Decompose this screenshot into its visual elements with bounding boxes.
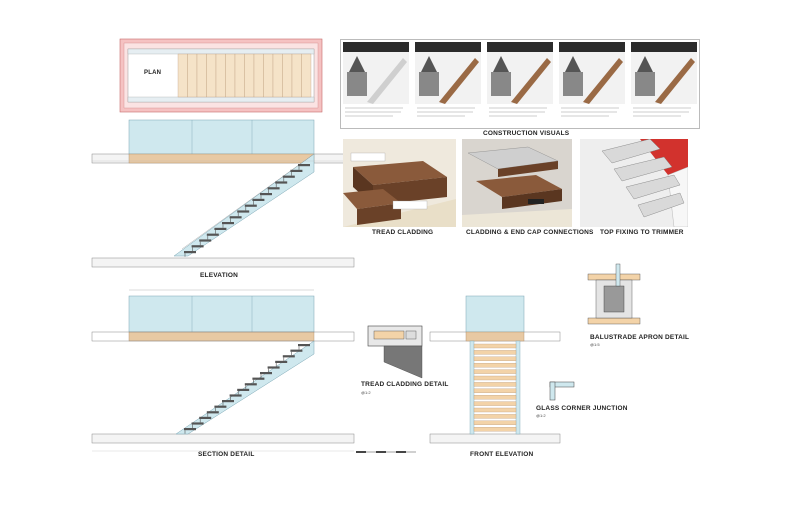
stair-tread [229,216,242,219]
stair-tread [282,355,295,358]
glass-corner-junction-drawing [549,381,580,402]
plan-tread [177,53,188,98]
front-tread [473,388,517,393]
front-tread [473,407,517,413]
tread-cladding-detail-drawing [367,325,423,379]
stair-tread [214,405,227,408]
cladding-end-cap-title: CLADDING & END CAP CONNECTIONS [466,229,594,236]
elevation-drawing: ELEVATION [91,114,355,279]
stair-tread [191,422,204,425]
plan-tread [291,53,302,98]
front-tread [473,427,517,432]
front-tread [473,382,517,387]
stair-tread [222,400,234,403]
construction-visuals-title: CONSTRUCTION VISUALS [483,130,570,137]
tread-cladding-render [343,139,456,227]
section-detail-drawing: SECTION DETAIL [91,288,355,458]
balustrade-apron-detail-scale: @1:5 [590,342,600,347]
top-fixing-render [580,139,688,227]
balustrade-apron-detail-drawing [587,263,641,334]
front-elevation-title: FRONT ELEVATION [470,451,534,458]
construction-visual-thumb [559,42,625,124]
stair-tread [298,164,310,167]
top-fixing-title: TOP FIXING TO TRIMMER [600,229,684,236]
scale-bar-icon [356,448,416,460]
glass-corner-junction-scale: @1:2 [536,413,546,418]
construction-visuals-panel [340,39,700,129]
stair-tread [206,233,219,236]
plan-tread [225,53,236,98]
stair-tread [252,198,265,201]
stair-tread [206,411,219,414]
stair-tread [267,366,280,369]
stair-tread [282,175,295,178]
construction-visual-thumb [487,42,553,124]
plan-tread [215,53,226,98]
front-tread [473,356,517,361]
stair-tread [260,372,272,375]
section-detail-title: SECTION DETAIL [198,451,255,458]
plan-tread [263,53,274,98]
stair-tread [222,222,234,225]
glass-corner-junction-title: GLASS CORNER JUNCTION [536,405,628,412]
front-tread [473,369,517,374]
stair-tread [184,251,196,254]
front-elevation-drawing: FRONT ELEVATION [429,288,561,458]
plan-tread [234,53,245,98]
front-tread [473,350,517,355]
stair-tread [267,187,280,190]
stair-tread [244,204,257,207]
plan-tread [206,53,217,98]
plan-svg [119,38,323,113]
plan-title: PLAN [144,70,162,76]
stair-tread [184,428,196,431]
construction-visual-thumb [631,42,697,124]
construction-visual-thumb [343,42,409,124]
elevation-title: ELEVATION [200,272,239,279]
stair-tread [244,383,257,386]
plan-tread [187,53,198,98]
stair-tread [260,193,272,196]
front-tread [473,343,517,349]
front-tread [473,375,517,381]
plan-drawing: PLAN [119,38,323,113]
stair-tread [191,245,204,248]
plan-tread [282,53,293,98]
stair-tread [199,239,212,242]
tread-cladding-detail-title: TREAD CLADDING DETAIL [361,381,449,388]
stair-tread [275,360,288,363]
plan-tread [272,53,283,98]
front-tread [473,363,517,368]
front-tread [473,395,517,400]
plan-tread [301,53,312,98]
front-tread [473,420,517,425]
front-tread [473,414,517,419]
stair-tread [275,181,288,184]
stair-tread [298,344,310,347]
elevation-svg [91,119,355,268]
front-tread [473,401,517,406]
cladding-end-cap-render [462,139,572,227]
front-elevation-svg [429,295,561,444]
stair-tread [290,349,303,352]
stair-tread [237,210,250,213]
stair-tread [199,416,212,419]
stair-tread [229,394,242,397]
section-detail-svg [91,289,355,452]
stair-tread [252,377,265,380]
stair-tread [214,227,227,230]
plan-tread [244,53,255,98]
plan-tread [253,53,264,98]
plan-tread [196,53,207,98]
stair-tread [237,388,250,391]
construction-visual-thumb [415,42,481,124]
tread-cladding-detail-scale: @1:2 [361,390,371,395]
tread-cladding-title: TREAD CLADDING [372,229,434,236]
balustrade-apron-detail-title: BALUSTRADE APRON DETAIL [590,334,690,341]
stair-tread [290,169,303,172]
